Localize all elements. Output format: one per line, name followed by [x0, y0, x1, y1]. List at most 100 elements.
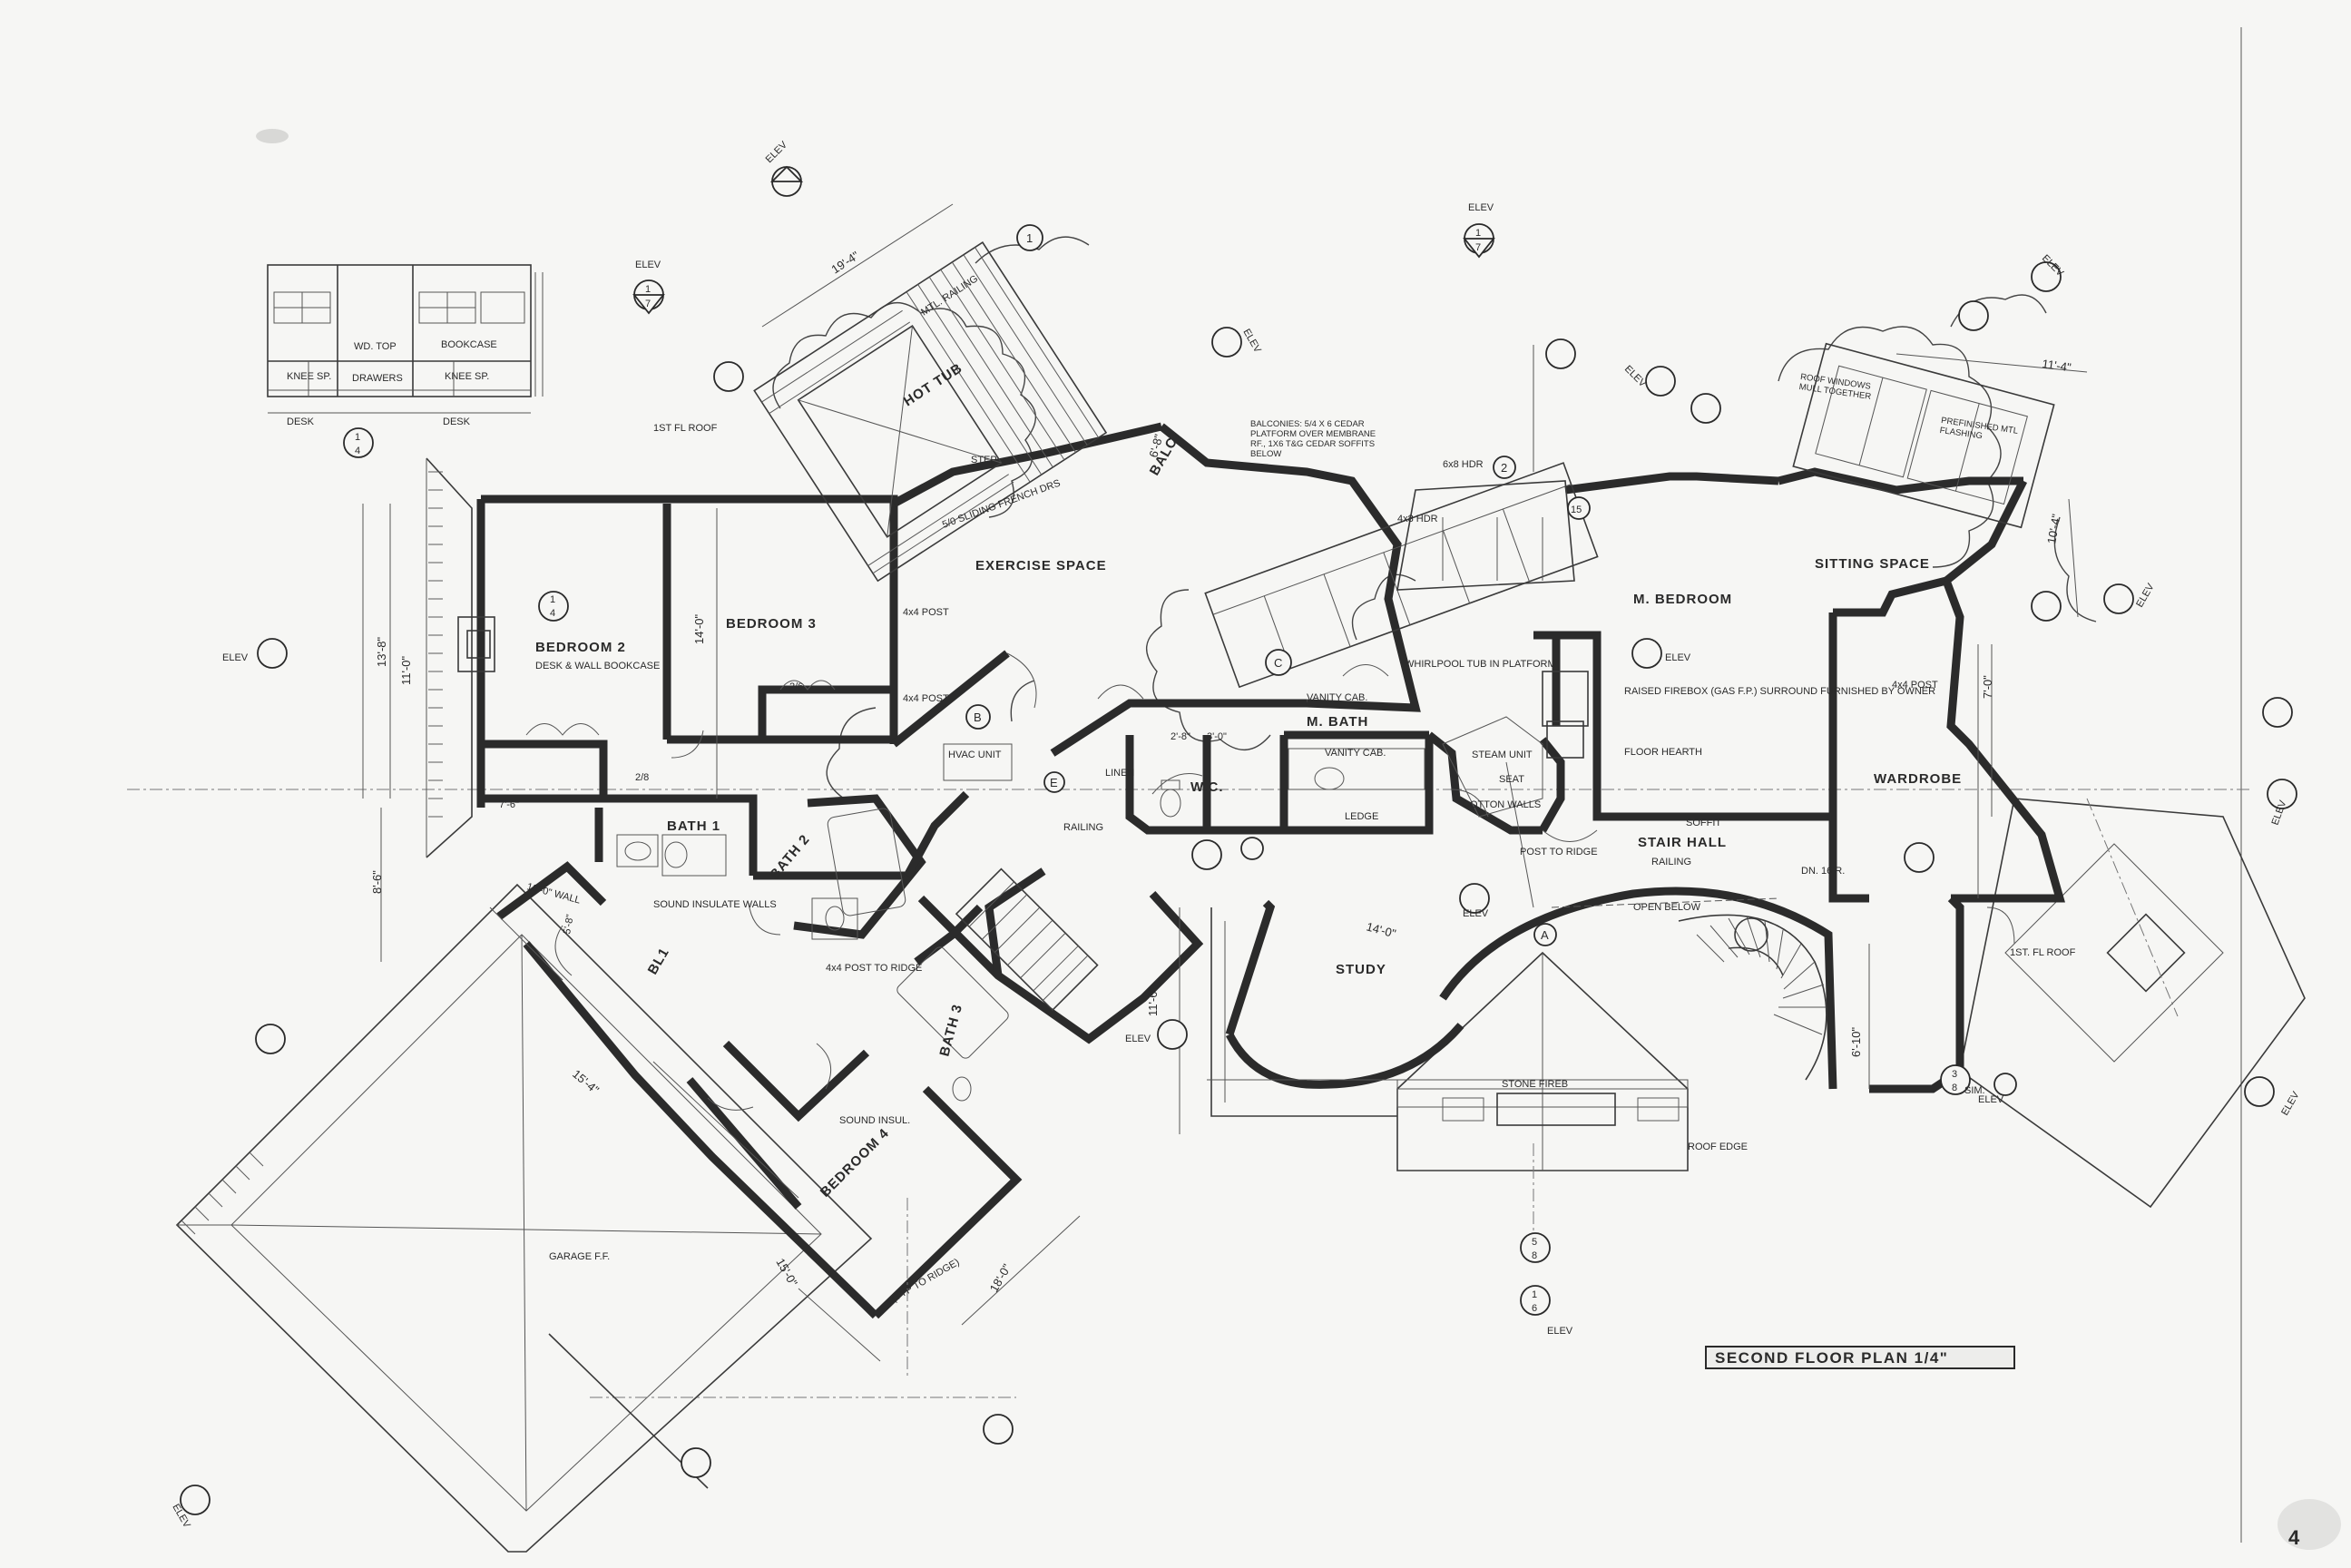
- hot-tub-deck: [753, 241, 1108, 583]
- note-first-fl-roof: 1ST. FL ROOF: [2010, 947, 2076, 958]
- note-roof-windows: ROOF WINDOWS MULL TOGETHER: [1798, 372, 1872, 402]
- room-label-bath-1: BATH 1: [667, 818, 720, 834]
- elev-label: ELEV: [1665, 652, 1691, 663]
- grid-bubble-1: [1016, 224, 1043, 251]
- dimension-study-width: 14'-0": [1365, 919, 1397, 940]
- elevation-marker: [538, 591, 569, 622]
- fixtures: [457, 616, 2015, 1111]
- room-label-bedroom-2: BEDROOM 2: [535, 640, 626, 655]
- dimension-exercise-width: 19'-4": [828, 249, 861, 277]
- elev-label: ELEV: [635, 260, 661, 270]
- note-balconies: BALCONIES: 5/4 x 6 CEDAR PLATFORM OVER M…: [1250, 419, 1376, 459]
- note-open-below: OPEN BELOW: [1633, 902, 1701, 913]
- elevation-marker: [180, 1485, 211, 1515]
- note-header-4x8: 4x8 HDR: [1397, 514, 1438, 524]
- dimension-sitting-width: 11'-4": [2042, 357, 2072, 374]
- section-number: 1: [1532, 1289, 1537, 1300]
- dimension-stair-depth: 6'-10": [1849, 1026, 1863, 1057]
- grid-bubble-label: 15: [1571, 505, 1582, 515]
- section-number: 1: [1475, 228, 1481, 239]
- elevation-marker: [1191, 839, 1222, 870]
- elevation-marker: [2267, 779, 2297, 809]
- elev-label: ELEV: [222, 652, 249, 663]
- section-number: 8: [1532, 1250, 1537, 1261]
- elevation-marker: [1645, 366, 1676, 397]
- dimension-small: 2'-8": [1171, 731, 1190, 742]
- section-number: 6: [1532, 1303, 1537, 1314]
- bookcase-label: BOOKCASE: [441, 339, 497, 350]
- elev-label: ELEV: [1978, 1094, 2004, 1105]
- dimension-m-bedroom-depth: 10'-4": [2044, 513, 2063, 545]
- grid-bubble-label: C: [1274, 656, 1282, 670]
- elev-label: ELEV: [764, 139, 790, 165]
- landscape-outlines: [772, 236, 2097, 799]
- knee-space-label: KNEE SP.: [445, 371, 489, 382]
- room-label-m-bedroom: M. BEDROOM: [1633, 592, 1732, 607]
- note-linen: LINEN: [1105, 768, 1134, 779]
- elevation-marker: [257, 638, 288, 669]
- note-hvac-unit: HVAC UNIT: [948, 750, 1002, 760]
- elevation-marker: [1545, 338, 1576, 369]
- elevation-marker: [2103, 583, 2134, 614]
- elev-label: ELEV: [1240, 328, 1263, 356]
- grid-bubble-label: E: [1050, 776, 1058, 789]
- grid-bubble-a: [1533, 923, 1557, 946]
- straight-stair: [955, 867, 1099, 1012]
- dimension-text: 19'-4" 11'-4" 13'-8" 11'-0" 14'-0" 8'-6"…: [370, 249, 2072, 1295]
- roof-outlines: [175, 457, 2306, 1553]
- note-4x4-post: 4x4 POST: [903, 607, 949, 618]
- section-number: 8: [1952, 1083, 1957, 1093]
- section-number: 1: [355, 432, 360, 443]
- dimension-small: 3'-0": [1207, 731, 1227, 742]
- note-roof-edge: ROOF EDGE: [1688, 1142, 1748, 1152]
- note-vanity-cab: VANITY CAB.: [1307, 692, 1367, 703]
- drawing-title-text: SECOND FLOOR PLAN 1/4": [1715, 1349, 1948, 1367]
- elevation-marker: [2244, 1076, 2275, 1107]
- section-number: 1: [645, 284, 651, 295]
- casework-elevation-detail: WD. TOP BOOKCASE DRAWERS KNEE SP. KNEE S…: [267, 264, 544, 427]
- elevation-marker: [1993, 1073, 2017, 1096]
- upper-balcony-deck: [1396, 480, 1575, 591]
- note-raised-firebox: RAISED FIREBOX (GAS F.P.) SURROUND FURNI…: [1624, 686, 1935, 697]
- curved-stair: [1551, 897, 1827, 1081]
- grid-bubble-b: [965, 704, 991, 730]
- dimension-bath-width: 8'-6": [370, 870, 384, 894]
- dimension-door: 2/6: [789, 681, 803, 692]
- room-label-bedroom-4: BEDROOM 4: [818, 1125, 893, 1200]
- elevation-marker: [2031, 591, 2062, 622]
- elevation-marker: [1940, 1064, 1971, 1095]
- dimension-door: 2/8: [635, 772, 649, 783]
- grid-bubble-label: 2: [1501, 461, 1507, 475]
- walls: [476, 422, 2065, 1319]
- note-steam-unit: STEAM UNIT: [1472, 750, 1533, 760]
- dimension-wardrobe-depth: 7'-0": [1981, 675, 1994, 699]
- elevation-marker: [632, 279, 665, 315]
- elevation-marker: [343, 427, 374, 458]
- note-whirlpool-tub: WHIRLPOOL TUB IN PLATFORM: [1405, 659, 1556, 670]
- elevation-marker: [769, 165, 804, 197]
- elevation-marker: [1520, 1285, 1551, 1316]
- note-prefinished-flashing: PREFINISHED MTL FLASHING: [1938, 416, 2019, 442]
- section-number: 7: [1475, 242, 1481, 253]
- room-label-m-bath: M. BATH: [1307, 714, 1368, 730]
- room-label-bedroom-3: BEDROOM 3: [726, 616, 817, 632]
- room-label-hot-tub: HOT TUB: [901, 360, 965, 409]
- dimension-study-depth: 11'-6": [1146, 986, 1160, 1016]
- elevation-marker: [681, 1447, 711, 1478]
- note-post-to-ridge: POST TO RIDGE: [1520, 847, 1598, 858]
- note-desk-wall-bookcase: DESK & WALL BOOKCASE: [535, 661, 660, 671]
- dimension-wing-length: 18'-0": [987, 1261, 1014, 1295]
- desk-label: DESK: [443, 416, 471, 427]
- dimension-balc-depth: 6'-8": [1146, 433, 1165, 459]
- desk-label: DESK: [287, 416, 315, 427]
- note-4x4-post: 4x4 POST: [1892, 680, 1938, 691]
- note-dn-16r: DN. 16 R.: [1801, 866, 1845, 877]
- elevation-marker: [1520, 1232, 1551, 1263]
- callout-balconies: BALCONIES: 5/4 x 6 CEDAR PLATFORM OVER M…: [1250, 419, 1376, 459]
- section-number: 5: [1532, 1237, 1537, 1248]
- dimension-wing-length: 15'-0": [773, 1256, 800, 1289]
- elevation-marker: [713, 361, 744, 392]
- section-number: 4: [355, 446, 360, 456]
- note-railing: RAILING: [1063, 822, 1103, 833]
- grid-bubble-2: [1493, 456, 1516, 479]
